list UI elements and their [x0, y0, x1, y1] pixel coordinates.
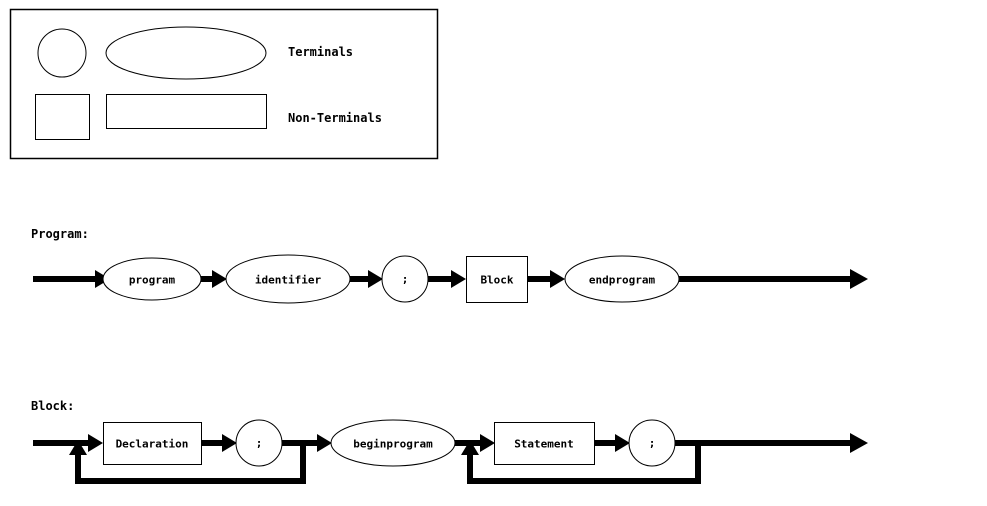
declaration-repeat-loop [69, 440, 306, 484]
program-terminal-shape[interactable] [102, 257, 202, 301]
declaration-nonterminal-label: Declaration [116, 438, 189, 451]
block-title: Block: [31, 399, 74, 413]
beginprogram-terminal-label: beginprogram [353, 438, 433, 451]
node-endprogram-terminal[interactable]: endprogram [564, 255, 680, 303]
block-nonterminal-label: Block [480, 274, 513, 287]
block-nonterminal-shape[interactable] [466, 256, 528, 303]
semicolon-terminal-1-shape[interactable] [235, 419, 283, 467]
arrowhead-beginprogram-to-statement [480, 434, 495, 452]
legend-label-non-terminals: Non-Terminals [288, 111, 382, 125]
statement-loop-arrowhead [461, 440, 479, 455]
program-exit-arrowhead [850, 269, 868, 289]
node-semicolon-terminal[interactable]: ; [381, 255, 429, 303]
declaration-nonterminal-shape[interactable] [103, 422, 202, 465]
node-block-nonterminal[interactable]: Block [466, 256, 528, 303]
node-program-terminal[interactable]: program [102, 257, 202, 301]
beginprogram-terminal-shape[interactable] [330, 419, 456, 467]
declaration-loop-path [75, 443, 306, 484]
legend-nonterminal-square [35, 94, 90, 140]
identifier-terminal-label: identifier [255, 274, 322, 287]
node-beginprogram-terminal[interactable]: beginprogram [330, 419, 456, 467]
program-terminal-label: program [129, 274, 176, 287]
legend-box: Terminals Non-Terminals [9, 8, 439, 160]
node-statement-nonterminal[interactable]: Statement [494, 422, 595, 465]
declaration-loop-arrowhead [69, 440, 87, 455]
statement-nonterminal-shape[interactable] [494, 422, 595, 465]
arrowhead-declaration-to-semicolon [222, 434, 237, 452]
semicolon-terminal-2-shape[interactable] [628, 419, 676, 467]
statement-repeat-loop [461, 440, 701, 484]
semicolon-terminal-1-label: ; [256, 437, 263, 450]
statement-nonterminal-label: Statement [514, 438, 574, 451]
legend-nonterminal-rect [106, 94, 267, 129]
legend-terminal-circle [37, 28, 87, 78]
node-identifier-terminal[interactable]: identifier [225, 254, 351, 304]
identifier-terminal-shape[interactable] [225, 254, 351, 304]
legend-frame [9, 8, 439, 160]
program-title: Program: [31, 227, 89, 241]
diagram-program: Program: program [31, 227, 868, 304]
arrowhead-statement-to-semicolon [615, 434, 630, 452]
statement-loop-path [467, 443, 701, 484]
semicolon-terminal-shape[interactable] [381, 255, 429, 303]
semicolon-terminal-label: ; [402, 273, 409, 286]
legend-terminal-ellipse [105, 26, 267, 80]
semicolon-terminal-2-label: ; [649, 437, 656, 450]
node-declaration-nonterminal[interactable]: Declaration [103, 422, 202, 465]
block-entry-arrowhead [88, 434, 103, 452]
legend-label-terminals: Terminals [288, 45, 353, 59]
endprogram-terminal-label: endprogram [589, 274, 656, 287]
arrowhead-block-to-endprogram [550, 270, 565, 288]
node-semicolon-terminal-2[interactable]: ; [628, 419, 676, 467]
arrowhead-identifier-to-semicolon [368, 270, 383, 288]
arrowhead-program-to-identifier [212, 270, 227, 288]
block-exit-arrowhead [850, 433, 868, 453]
diagram-block: Block: [31, 399, 868, 484]
arrowhead-semicolon-to-beginprogram [317, 434, 332, 452]
node-semicolon-terminal-1[interactable]: ; [235, 419, 283, 467]
arrowhead-semicolon-to-block [451, 270, 466, 288]
endprogram-terminal-shape[interactable] [564, 255, 680, 303]
